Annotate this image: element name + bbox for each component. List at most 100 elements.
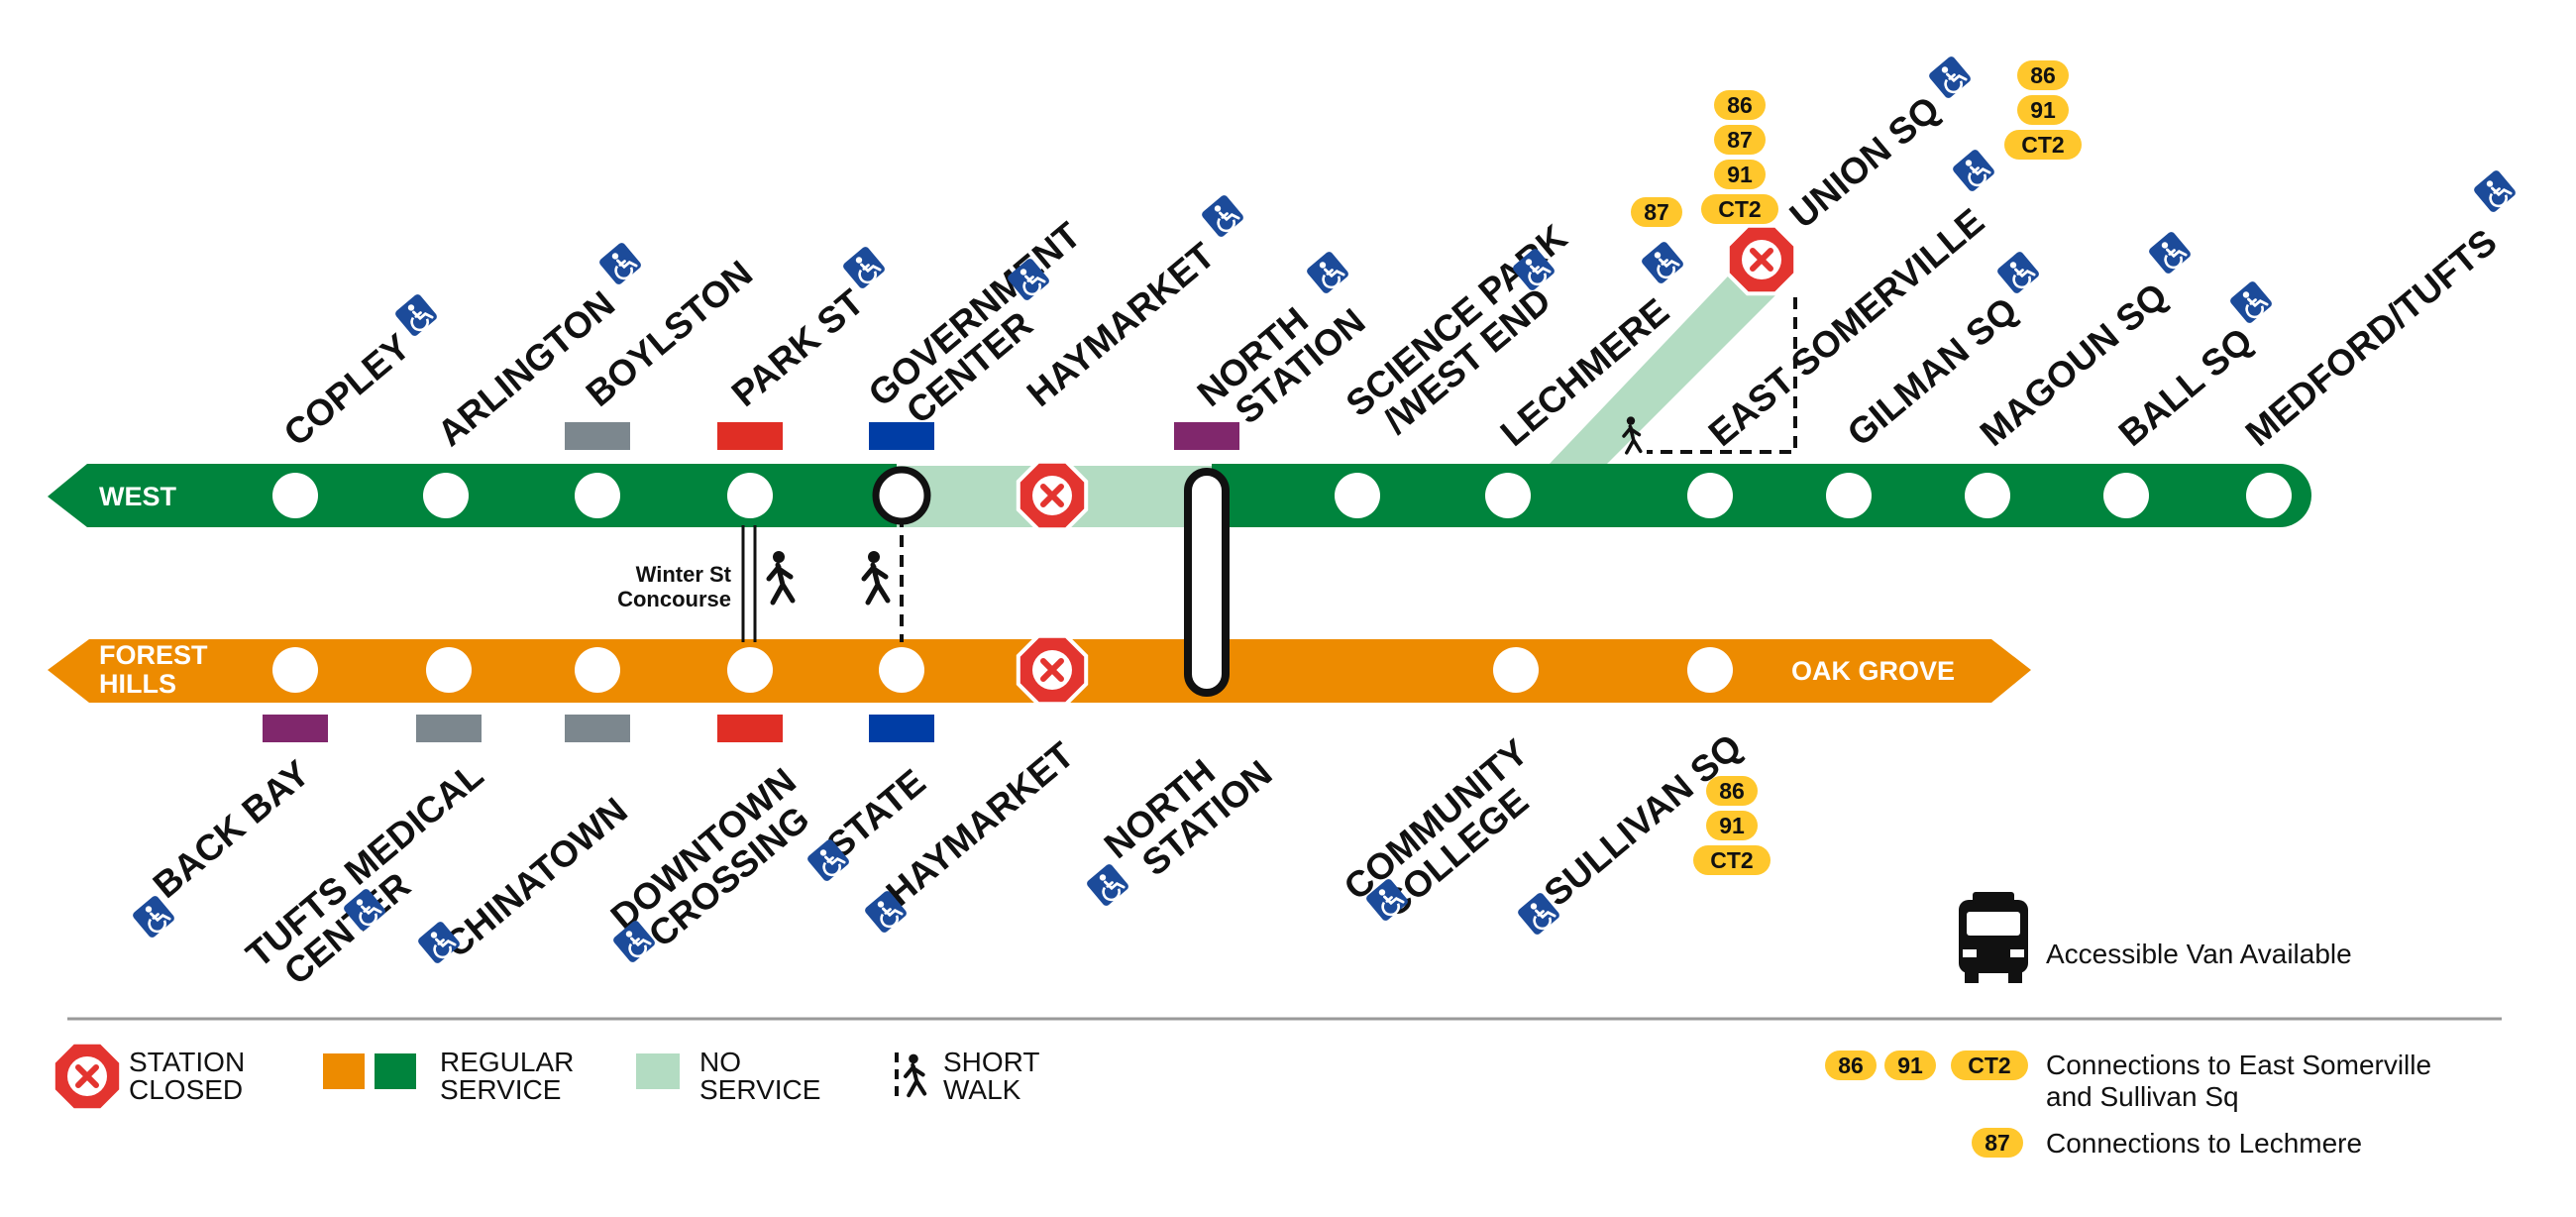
station-dot-lechmere xyxy=(1485,473,1531,518)
accessible-icon xyxy=(1307,252,1348,293)
station-dot-sullivan-sq xyxy=(1687,647,1733,693)
green-line: WEST xyxy=(48,464,2311,527)
bus-route-number: CT2 xyxy=(1718,196,1761,222)
legend-walker-icon xyxy=(903,1053,927,1098)
accessible-icon xyxy=(1366,879,1408,921)
orange-line-south-label-1: FOREST xyxy=(99,640,208,670)
walker-icon xyxy=(861,551,891,606)
connector-north-station-green xyxy=(1174,422,1239,450)
station-name-line: BACK BAY xyxy=(146,752,318,906)
station-label-haymarket-orange: HAYMARKET xyxy=(879,734,1082,914)
short-walk-dashed-union xyxy=(1647,297,1797,454)
bus-route-number: 87 xyxy=(1644,199,1669,225)
station-closed-icon-haymarket-green xyxy=(1016,459,1089,532)
van-icon xyxy=(1959,892,2028,983)
legend-no-service-label: NO xyxy=(699,1047,741,1077)
legend-station-closed-label: CLOSED xyxy=(129,1074,243,1105)
transfer-connections: Winter St Concourse xyxy=(617,297,1797,697)
station-dot-state xyxy=(879,647,924,693)
connector-back-bay xyxy=(263,715,328,742)
station-dot-boylston xyxy=(575,473,620,518)
connector-chinatown xyxy=(565,715,630,742)
accessible-icon xyxy=(1518,893,1559,935)
bus-route-number: CT2 xyxy=(2021,132,2064,158)
station-closed-icon-union-sq xyxy=(1725,223,1798,296)
station-label-park-st: PARK ST xyxy=(724,281,872,414)
accessible-icon xyxy=(395,294,437,336)
orange-line-north-label: OAK GROVE xyxy=(1791,656,1955,686)
no-service-segment-union-branch xyxy=(1548,260,1783,466)
station-dot-east-somerville xyxy=(1687,473,1733,518)
concourse-label-line1: Winter St xyxy=(636,562,732,587)
station-dot-chinatown xyxy=(575,647,620,693)
connector-downtown-crossing xyxy=(717,715,783,742)
bus-route-number: 86 xyxy=(1727,92,1753,118)
station-dot-park-st xyxy=(727,473,773,518)
accessible-van-label: Accessible Van Available xyxy=(2046,939,2352,969)
bus-route-badge: 91 xyxy=(1714,160,1766,189)
connector-government-center xyxy=(869,422,934,450)
station-dot-tufts-medical-center xyxy=(426,647,472,693)
bus-route-number: 86 xyxy=(1719,778,1745,804)
green-line-east-segment xyxy=(1212,464,2280,527)
station-label-back-bay: BACK BAY xyxy=(146,752,318,906)
accessible-icon xyxy=(133,896,174,938)
legend-regular-service-label: REGULAR xyxy=(440,1047,574,1077)
accessible-icon xyxy=(599,243,641,284)
accessible-icon xyxy=(2474,170,2516,212)
connector-tufts-medical-center xyxy=(416,715,482,742)
station-label-chinatown: CHINATOWN xyxy=(437,790,635,965)
accessible-icon xyxy=(843,247,885,288)
connector-boylston xyxy=(565,422,630,450)
station-dot-copley xyxy=(272,473,318,518)
accessible-icon xyxy=(1929,56,1971,98)
station-name-line: PARK ST xyxy=(724,281,872,414)
bus-route-number: 86 xyxy=(2030,62,2056,88)
accessible-icon xyxy=(1953,150,1994,191)
station-dot-science-park xyxy=(1335,473,1380,518)
legend: STATIONCLOSEDREGULARSERVICENOSERVICESHOR… xyxy=(51,1040,2431,1159)
accessible-icon xyxy=(2230,281,2272,323)
station-dot-magoun-sq xyxy=(1965,473,2010,518)
accessible-icon xyxy=(1513,249,1555,290)
bus-route-number: 91 xyxy=(1727,162,1753,187)
stations xyxy=(272,223,2292,707)
walker-icon xyxy=(766,551,796,606)
bus-route-badge: 87 xyxy=(1972,1128,2023,1158)
bus-route-number: 87 xyxy=(1985,1130,2010,1156)
walker-icon xyxy=(1622,416,1643,455)
north-station-transfer-tube xyxy=(1184,468,1230,697)
legend-station-closed-label: STATION xyxy=(129,1047,245,1077)
bus-route-number: CT2 xyxy=(1710,847,1753,873)
accessible-icon xyxy=(1642,242,1683,283)
station-dot-downtown-crossing xyxy=(727,647,773,693)
legend-orange-swatch xyxy=(323,1053,365,1089)
station-dot-back-bay xyxy=(272,647,318,693)
bus-route-number: 91 xyxy=(1719,813,1745,838)
bus-route-badge: CT2 xyxy=(1951,1051,2028,1080)
station-dot-government-center xyxy=(872,466,931,525)
legend-short-walk-label: WALK xyxy=(943,1074,1021,1105)
station-dot-gilman-sq xyxy=(1826,473,1872,518)
connector-state xyxy=(869,715,934,742)
station-label-medford-tufts: MEDFORD/TUFTS xyxy=(2238,221,2505,454)
station-name-line: MEDFORD/TUFTS xyxy=(2238,221,2505,454)
orange-line-south-label-2: HILLS xyxy=(99,669,176,699)
bus-route-badge: 87 xyxy=(1714,125,1766,155)
legend-regular-service-label: SERVICE xyxy=(440,1074,561,1105)
legend-closed-icon xyxy=(51,1040,124,1113)
bus-route-badge: 91 xyxy=(1706,811,1758,840)
station-name-line: CHINATOWN xyxy=(437,790,635,965)
legend-short-walk-label: SHORT xyxy=(943,1047,1040,1077)
green-line-west-label: WEST xyxy=(99,482,177,511)
accessible-icon xyxy=(344,889,385,931)
station-dot-ball-sq xyxy=(2103,473,2149,518)
accessible-icon xyxy=(1008,259,1049,300)
bus-route-badge: 87 xyxy=(1631,197,1682,227)
bus-route-badge: 86 xyxy=(1706,776,1758,806)
accessible-van: Accessible Van Available xyxy=(1959,892,2352,983)
